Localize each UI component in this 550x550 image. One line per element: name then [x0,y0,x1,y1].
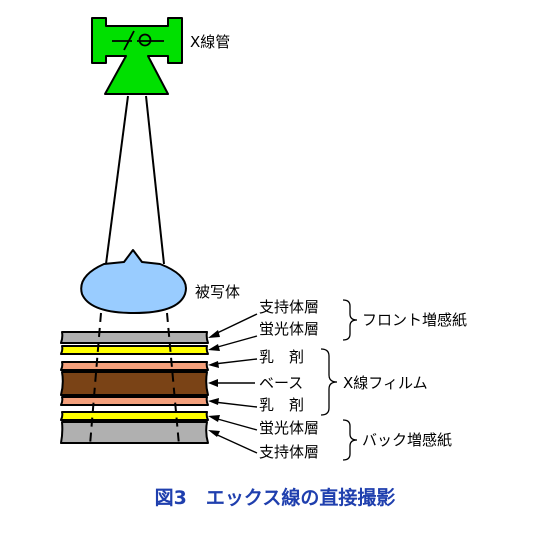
arrow-front-phosphor [213,335,258,349]
arrow-front-support [212,313,258,336]
xray-tube [91,17,183,95]
xray-film [60,361,209,406]
label-emulsion-bottom: 乳 剤 [259,396,304,414]
arrow-back-support [212,432,258,454]
brace-back-screen [342,419,358,461]
label-xray-tube: X線管 [190,33,230,51]
label-back-phosphor: 蛍光体層 [259,419,319,437]
back-support-layer [60,421,209,444]
arrowhead-base [208,379,218,387]
front-phosphor-layer [60,345,209,355]
arrowhead-back-phosphor [208,415,220,422]
arrowhead-emulsion-top [208,361,219,368]
label-front-support: 支持体層 [259,298,319,316]
label-subject: 被写体 [195,283,240,301]
arrow-emulsion-bottom [213,401,258,408]
arrowhead-emulsion-bottom [208,398,219,405]
arrow-back-phosphor [213,417,258,431]
label-back-support: 支持体層 [259,443,319,461]
arrowhead-front-phosphor [208,344,220,351]
label-emulsion-top: 乳 剤 [259,348,304,366]
emulsion-top-layer [60,361,209,371]
brace-front-screen [342,299,358,341]
label-front-phosphor: 蛍光体層 [259,320,319,338]
xray-beam [89,95,180,446]
xray-beam-left-upper [105,95,129,265]
emulsion-bottom-layer [60,396,209,406]
xray-beam-left-lower [89,312,102,446]
brace-xray-film [320,348,338,416]
arrowhead-back-support [208,430,220,437]
label-back-screen: バック増感紙 [362,431,452,449]
front-support-layer [60,331,209,344]
pointer-arrows [208,313,258,454]
arrow-emulsion-top [213,358,258,365]
subject-shape [80,249,187,314]
arrowhead-front-support [208,330,220,338]
xray-tube-body [91,17,183,95]
front-intensifying-screen [60,331,209,355]
figure-caption: 図3 エックス線の直接撮影 [155,486,396,509]
back-phosphor-layer [60,411,209,421]
xray-beam-right-lower [166,312,180,446]
film-base-layer [60,371,209,396]
label-base: ベース [259,374,303,392]
xray-beam-right-upper [145,95,165,265]
xray-tube-anode-icon [138,33,152,47]
label-front-screen: フロント増感紙 [362,311,467,329]
label-xray-film: X線フィルム [343,374,428,392]
back-intensifying-screen [60,411,209,444]
